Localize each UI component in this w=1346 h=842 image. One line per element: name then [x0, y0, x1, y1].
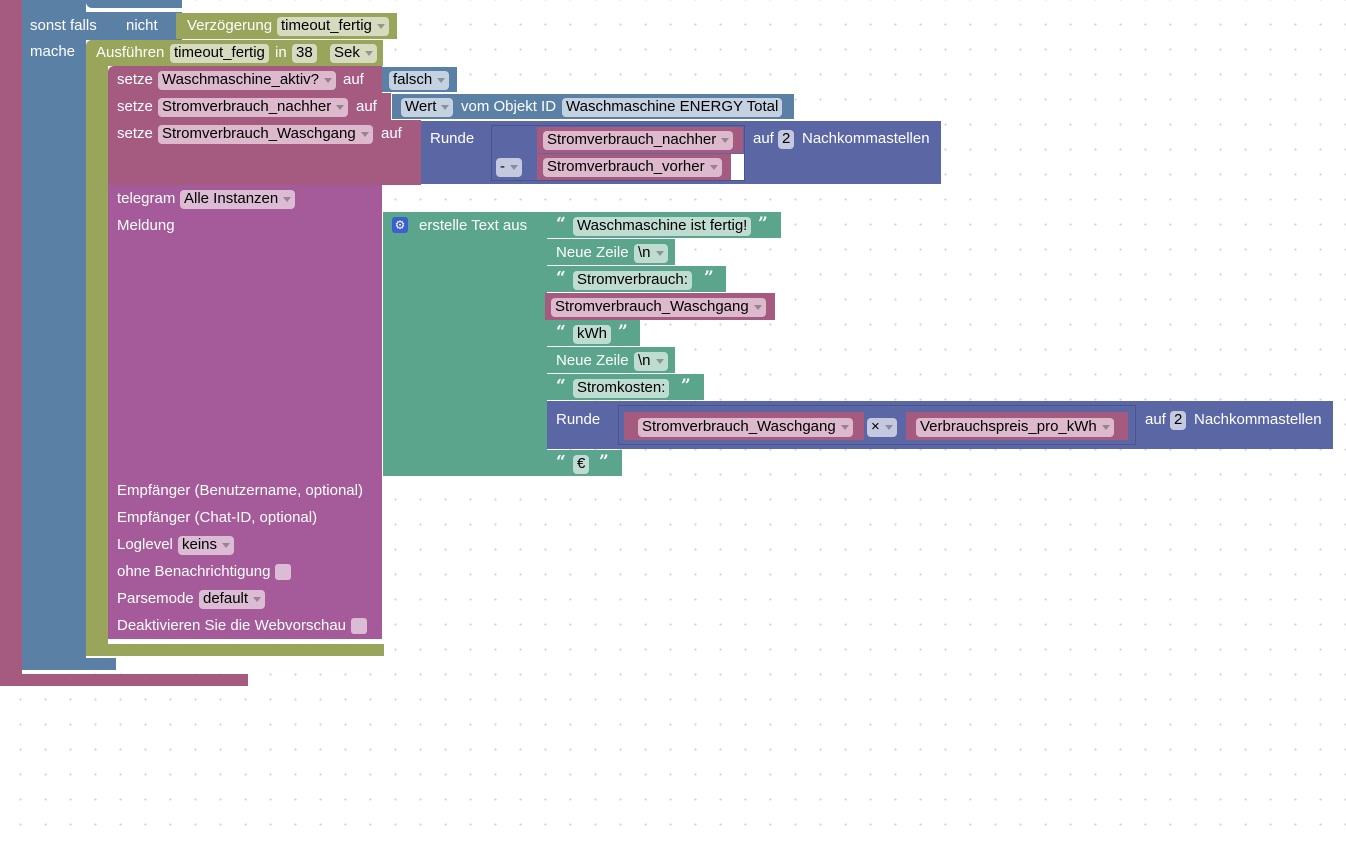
set-label: setze — [117, 98, 153, 115]
instance-dropdown[interactable]: Alle Instanzen — [180, 190, 296, 209]
do-label: mache — [30, 43, 76, 60]
object-id-label: vom Objekt ID — [461, 98, 557, 115]
not-label: nicht — [126, 17, 158, 34]
operator-dropdown[interactable]: × — [867, 418, 897, 437]
var-dropdown[interactable]: Stromverbrauch_Waschgang — [551, 298, 766, 317]
if-block-row[interactable] — [86, 12, 182, 40]
quote-open-icon: “ — [556, 268, 566, 288]
operator-dropdown[interactable]: - — [496, 158, 522, 177]
quote-open-icon: “ — [556, 376, 566, 396]
newline-dropdown[interactable]: \n — [634, 352, 668, 371]
operand-a-dropdown[interactable]: Stromverbrauch_nachher — [543, 131, 734, 150]
disable-preview-label: Deaktivieren Sie die Webvorschau — [117, 617, 347, 634]
delay-var-dropdown[interactable]: timeout_fertig — [277, 17, 389, 36]
newline-label: Neue Zeile — [556, 244, 629, 261]
set-var-dropdown[interactable]: Waschmaschine_aktiv? — [158, 71, 337, 90]
object-id-field[interactable]: Waschmaschine ENERGY Total — [562, 98, 783, 117]
recipient-user-label: Empfänger (Benutzername, optional) — [117, 482, 363, 499]
quote-close-icon: ” — [758, 214, 768, 234]
delay-label: Verzögerung — [187, 17, 273, 34]
timeout-unit-dropdown[interactable]: Sek — [330, 44, 377, 63]
decimals-label: Nachkommastellen — [802, 130, 930, 147]
text-field[interactable]: Stromkosten: — [573, 379, 670, 398]
round-label: Runde — [556, 411, 601, 428]
timeout-name-field[interactable]: timeout_fertig — [170, 44, 269, 63]
else-if-label: sonst falls — [30, 17, 97, 34]
text-field[interactable]: € — [573, 455, 590, 474]
gear-icon[interactable]: ⚙ — [392, 217, 408, 233]
quote-close-icon: ” — [599, 452, 609, 472]
round-to-label: auf — [1145, 411, 1166, 428]
decimals-label: Nachkommastellen — [1194, 411, 1322, 428]
text-field[interactable]: kWh — [573, 325, 611, 344]
operand-a-dropdown[interactable]: Stromverbrauch_Waschgang — [638, 418, 853, 437]
set-var-dropdown[interactable]: Stromverbrauch_Waschgang — [158, 125, 373, 144]
set-label: setze — [117, 71, 153, 88]
timeout-value-field[interactable]: 38 — [292, 44, 317, 63]
newline-label: Neue Zeile — [556, 352, 629, 369]
decimals-field[interactable]: 2 — [1170, 411, 1187, 430]
procedure-block-bottom[interactable] — [0, 674, 248, 686]
timeout-block[interactable] — [86, 40, 108, 656]
parsemode-dropdown[interactable]: default — [199, 590, 266, 609]
procedure-block[interactable] — [0, 0, 22, 686]
quote-open-icon: “ — [556, 322, 566, 342]
telegram-block[interactable] — [108, 185, 382, 639]
if-block[interactable] — [22, 0, 86, 670]
telegram-label: telegram — [117, 190, 176, 207]
set-to-label: auf — [381, 125, 402, 142]
if-block-top-cap[interactable] — [86, 0, 182, 8]
quote-close-icon: ” — [681, 376, 691, 396]
value-mode-dropdown[interactable]: Wert — [401, 98, 454, 117]
timeout-in-label: in — [275, 44, 287, 61]
set-to-label: auf — [356, 98, 377, 115]
silent-checkbox[interactable] — [275, 564, 291, 580]
parsemode-label: Parsemode — [117, 590, 194, 607]
text-join-block[interactable] — [383, 212, 547, 476]
set-to-label: auf — [343, 71, 364, 88]
text-field[interactable]: Stromverbrauch: — [573, 271, 692, 290]
quote-open-icon: “ — [556, 452, 566, 472]
disable-preview-checkbox[interactable] — [351, 618, 367, 634]
loglevel-dropdown[interactable]: keins — [178, 536, 235, 555]
newline-dropdown[interactable]: \n — [634, 244, 668, 263]
recipient-chat-label: Empfänger (Chat-ID, optional) — [117, 509, 318, 526]
quote-open-icon: “ — [556, 214, 566, 234]
boolean-dropdown[interactable]: falsch — [389, 71, 450, 90]
message-label: Meldung — [117, 217, 175, 234]
text-field[interactable]: Waschmaschine ist fertig! — [573, 217, 752, 236]
timeout-label: Ausführen — [96, 44, 165, 61]
if-block-bottom[interactable] — [22, 658, 116, 670]
round-to-label: auf — [753, 130, 774, 147]
quote-close-icon: ” — [704, 268, 714, 288]
silent-label: ohne Benachrichtigung — [117, 563, 271, 580]
empty-slot — [731, 154, 744, 180]
loglevel-label: Loglevel — [117, 536, 173, 553]
timeout-block-bottom[interactable] — [86, 644, 384, 656]
decimals-field[interactable]: 2 — [778, 130, 795, 149]
text-join-label: erstelle Text aus — [419, 217, 528, 234]
set-label: setze — [117, 125, 153, 142]
round-label: Runde — [430, 130, 475, 147]
set-var-dropdown[interactable]: Stromverbrauch_nachher — [158, 98, 349, 117]
quote-close-icon: ” — [618, 322, 628, 342]
operand-b-dropdown[interactable]: Verbrauchspreis_pro_kWh — [916, 418, 1114, 437]
operand-b-dropdown[interactable]: Stromverbrauch_vorher — [543, 158, 722, 177]
